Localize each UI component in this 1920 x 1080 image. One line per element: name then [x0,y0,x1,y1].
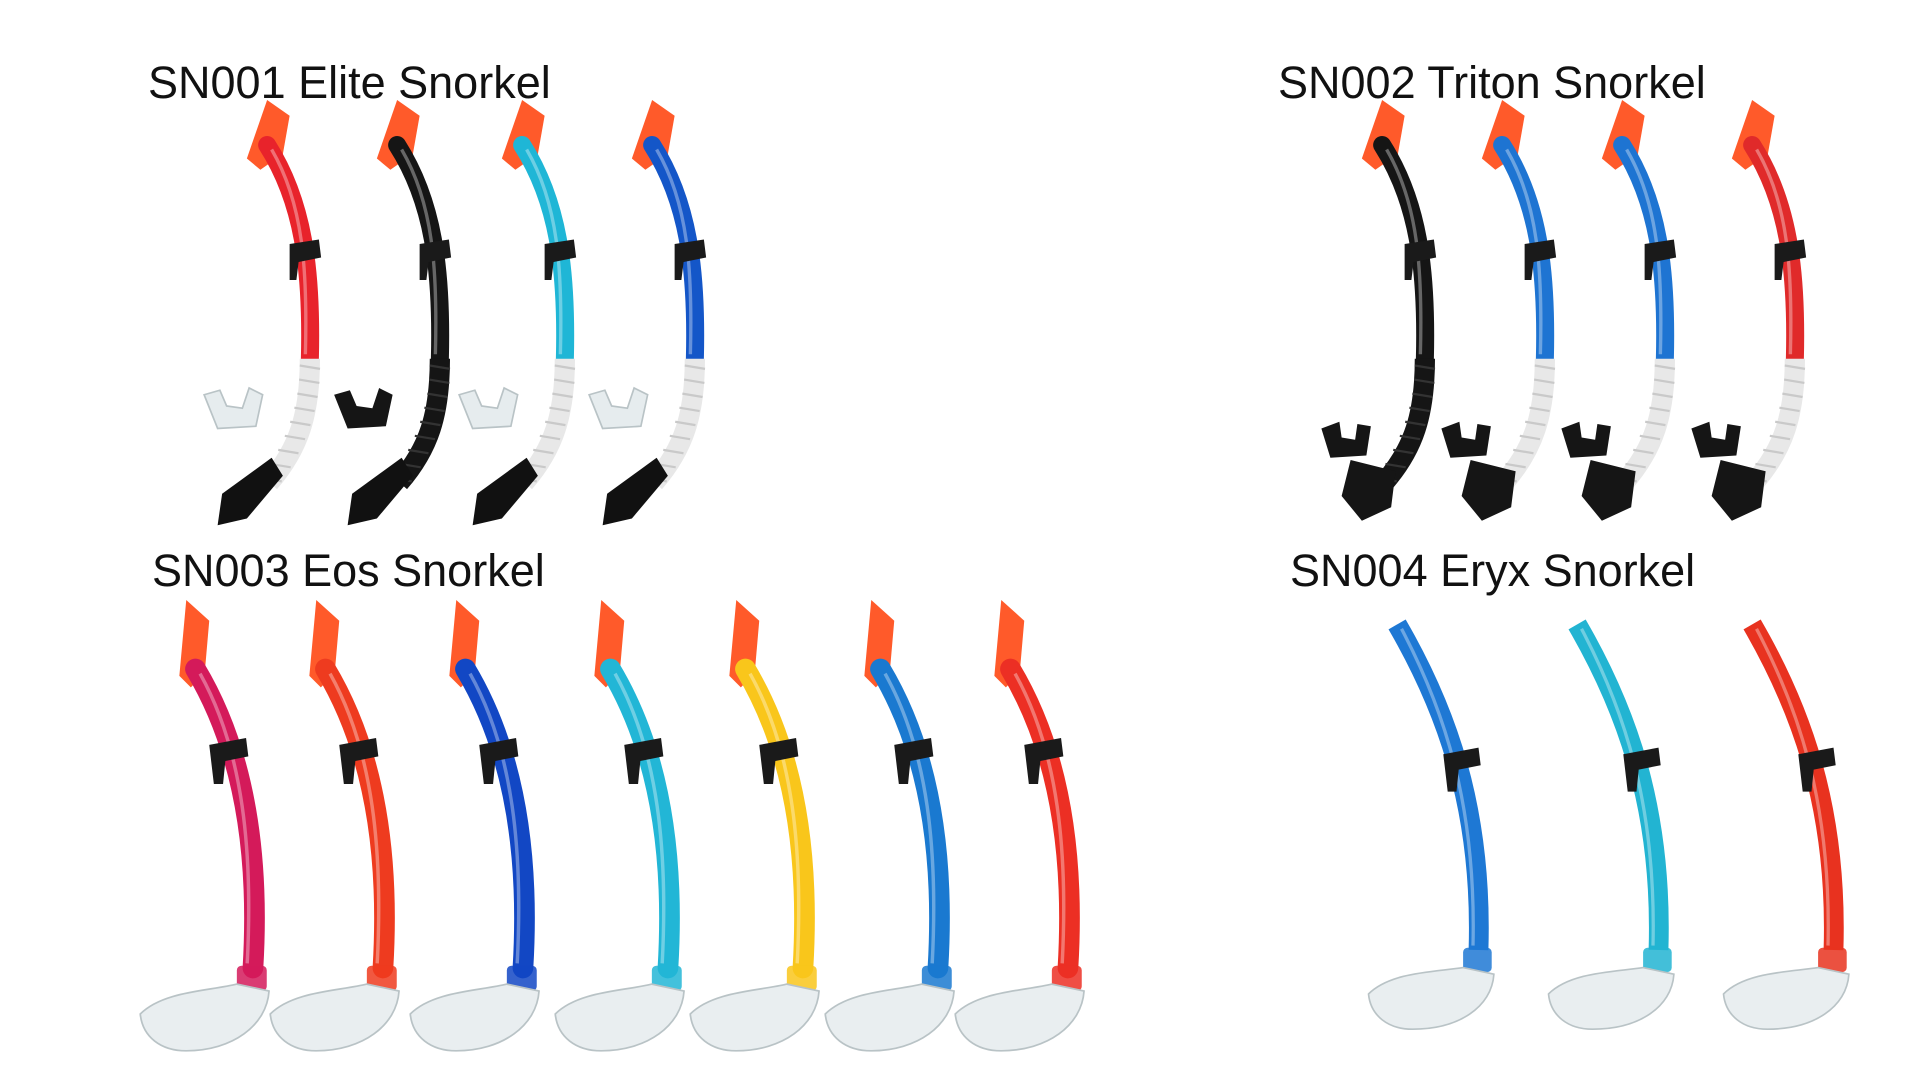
mask-clip [674,239,707,280]
snorkel-tube [1493,136,1555,368]
mask-clip [759,738,799,784]
snorkel-variant [554,600,685,1052]
snorkel-tube [1000,658,1080,979]
snorkel-tube [1388,619,1489,951]
mouthpiece [689,983,820,1052]
snorkel-tube [185,658,265,979]
purge-valve [1341,460,1396,521]
purge-valve [472,457,538,526]
mouthpiece [1321,421,1371,458]
mouthpiece [1691,421,1741,458]
mouthpiece [554,983,685,1052]
mask-clip [1024,738,1064,784]
snorkel-variant [824,600,955,1052]
snorkel-tube [258,136,320,368]
snorkel-tube [1743,619,1844,951]
mask-clip [289,239,322,280]
mouthpiece [587,386,649,430]
mask-clip [1623,747,1661,792]
mask-clip [894,738,934,784]
mask-clip [1524,239,1557,280]
snorkel-variant [1547,619,1675,1031]
mask-clip [419,239,452,280]
purge-valve [1711,460,1766,521]
snorkel-variant [1691,100,1807,521]
mouthpiece [1441,421,1491,458]
snorkel-tube [315,658,395,979]
purge-valve [1581,460,1636,521]
snorkel-variant [139,600,270,1052]
product-title: SN003 Eos Snorkel [152,545,545,596]
purge-valve [217,457,283,526]
mask-clip [209,738,249,784]
mask-clip [479,738,519,784]
snorkel-tube [643,136,705,368]
product-title: SN004 Eryx Snorkel [1290,545,1696,596]
snorkel-variant [457,100,577,526]
snorkel-variant [409,600,540,1052]
product-title: SN002 Triton Snorkel [1278,57,1706,108]
product-title: SN001 Elite Snorkel [148,57,551,108]
mask-clip [1798,747,1836,792]
snorkel-variant [954,600,1085,1052]
mouthpiece [1547,966,1675,1031]
snorkel-tube [600,658,680,979]
snorkel-tube [1613,136,1675,368]
snorkel-variant [1561,100,1677,521]
mouthpiece [954,983,1085,1052]
mask-clip [1443,747,1481,792]
snorkel-tube [388,136,450,368]
mask-clip [544,239,577,280]
snorkel-variant [1722,619,1850,1031]
mouthpiece [334,388,393,429]
mask-clip [624,738,664,784]
purge-valve [602,457,668,526]
snorkel-variant [334,100,452,526]
mouthpiece [1722,966,1850,1031]
mouthpiece [1367,966,1495,1031]
mouthpiece [824,983,955,1052]
purge-valve [1461,460,1516,521]
mouthpiece [139,983,270,1052]
snorkel-variant [1367,619,1495,1031]
snorkel-tube [1568,619,1669,951]
mouthpiece [457,386,519,430]
mouthpiece [269,983,400,1052]
mouthpiece [409,983,540,1052]
snorkel-variant [1321,100,1437,521]
snorkel-variant [202,100,322,526]
snorkel-tube [735,658,815,979]
snorkel-tube [870,658,950,979]
purge-valve [347,457,413,526]
mouthpiece [202,386,264,430]
mask-clip [1404,239,1437,280]
snorkel-tube [1373,136,1435,368]
snorkel-tube [513,136,575,368]
mask-clip [339,738,379,784]
mask-clip [1774,239,1807,280]
snorkel-variant [689,600,820,1052]
mask-clip [1644,239,1677,280]
snorkel-variant [269,600,400,1052]
snorkel-tube [1743,136,1805,368]
snorkel-variant [1441,100,1557,521]
mouthpiece [1561,421,1611,458]
snorkel-variant [587,100,707,526]
snorkel-tube [455,658,535,979]
